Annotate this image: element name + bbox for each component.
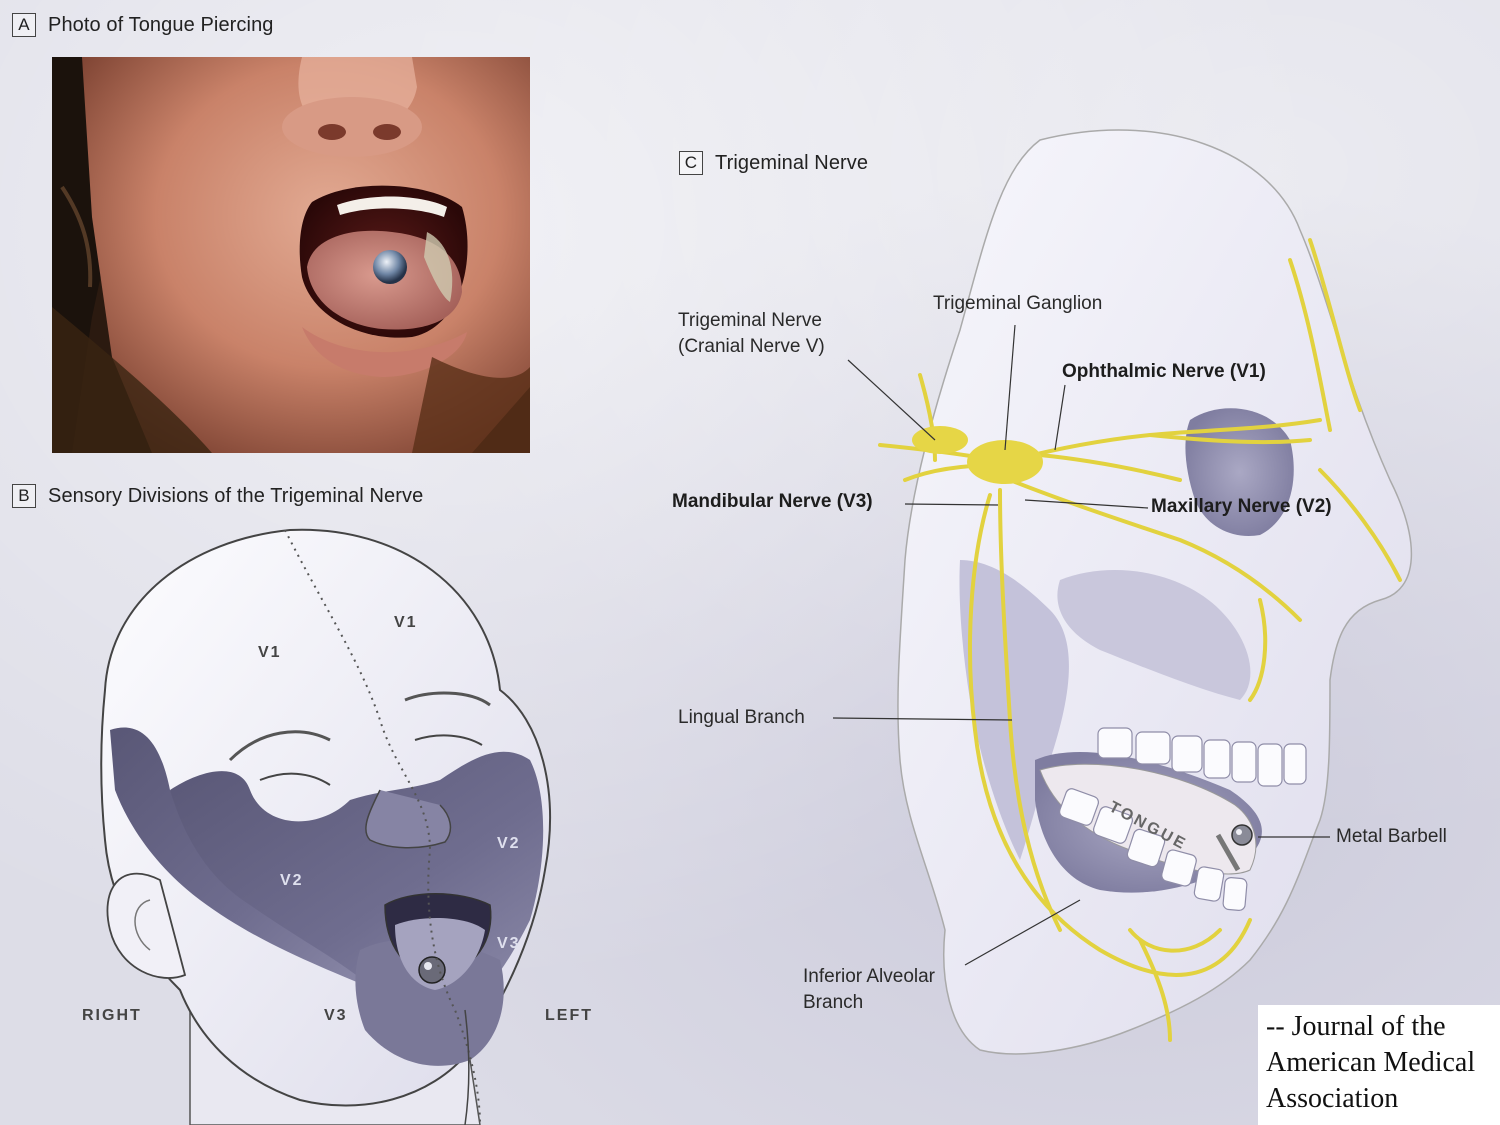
label-maxillary-nerve: Maxillary Nerve (V2): [1151, 496, 1332, 517]
lower-teeth: [1058, 788, 1248, 911]
cheek-bone: [1057, 570, 1251, 700]
barbell-ball-c: [1231, 824, 1253, 846]
right-eyebrow: [228, 730, 331, 762]
panel-b-title: Sensory Divisions of the Trigeminal Nerv…: [48, 484, 424, 507]
panel-b-heading: B Sensory Divisions of the Trigeminal Ne…: [12, 484, 423, 508]
label-inferior-alveolar-line1: Inferior Alveolar: [803, 966, 936, 987]
region-v1-left: V1: [394, 614, 418, 631]
left-eye: [414, 734, 483, 746]
label-trigeminal-nerve: Trigeminal Nerve (Cranial Nerve V): [678, 308, 825, 360]
label-inferior-alveolar-line2: Branch: [803, 992, 864, 1013]
region-v1-right: V1: [258, 644, 282, 661]
source-credit: -- Journal of the American Medical Assoc…: [1258, 1005, 1500, 1125]
label-inferior-alveolar: Inferior Alveolar Branch: [803, 964, 935, 1016]
panel-c-letter: C: [679, 151, 703, 175]
panel-a-heading: A Photo of Tongue Piercing: [12, 13, 274, 37]
credit-line2: American Medical: [1266, 1047, 1476, 1078]
tongue-b: [395, 918, 485, 990]
label-ophthalmic-nerve: Ophthalmic Nerve (V1): [1062, 361, 1266, 382]
barbell-ball-b: [418, 956, 446, 984]
label-metal-barbell: Metal Barbell: [1336, 826, 1447, 847]
barbell-stem: [1215, 833, 1241, 872]
label-trigeminal-nerve-line2: (Cranial Nerve V): [678, 336, 825, 357]
panel-b-letter: B: [12, 484, 36, 508]
region-v2-left: V2: [497, 835, 521, 852]
panel-c-title: Trigeminal Nerve: [715, 151, 869, 174]
credit-line3: Association: [1266, 1083, 1399, 1114]
label-lingual-branch: Lingual Branch: [678, 707, 805, 728]
sensory-divisions-illustration: [100, 528, 551, 1125]
label-mandibular-nerve: Mandibular Nerve (V3): [672, 491, 873, 512]
photo-illustration: [52, 57, 530, 453]
side-label-right: RIGHT: [82, 1007, 142, 1024]
ear: [106, 872, 187, 979]
region-v3-chin: V3: [324, 1007, 348, 1024]
tongue-piercing-photo: [52, 57, 530, 453]
panel-a-letter: A: [12, 13, 36, 37]
label-trigeminal-nerve-line1: Trigeminal Nerve: [678, 310, 822, 331]
left-eyebrow: [404, 691, 491, 707]
label-trigeminal-ganglion: Trigeminal Ganglion: [933, 293, 1103, 314]
midline: [284, 529, 481, 1125]
trigeminal-root: [912, 426, 968, 454]
right-eye: [259, 772, 331, 786]
side-label-left: LEFT: [545, 1007, 593, 1024]
panel-c-heading: C Trigeminal Nerve: [679, 151, 868, 175]
region-v3-left: V3: [497, 935, 521, 952]
region-v2-right: V2: [280, 872, 304, 889]
leader-lines: [832, 324, 1330, 966]
trigeminal-nerve-illustration: [832, 129, 1413, 1055]
trigeminal-ganglion: [967, 440, 1043, 484]
credit-line1: -- Journal of the: [1266, 1011, 1446, 1042]
upper-teeth: [1097, 727, 1307, 787]
v3-region-chin: [355, 939, 504, 1066]
panel-a-title: Photo of Tongue Piercing: [48, 13, 274, 36]
